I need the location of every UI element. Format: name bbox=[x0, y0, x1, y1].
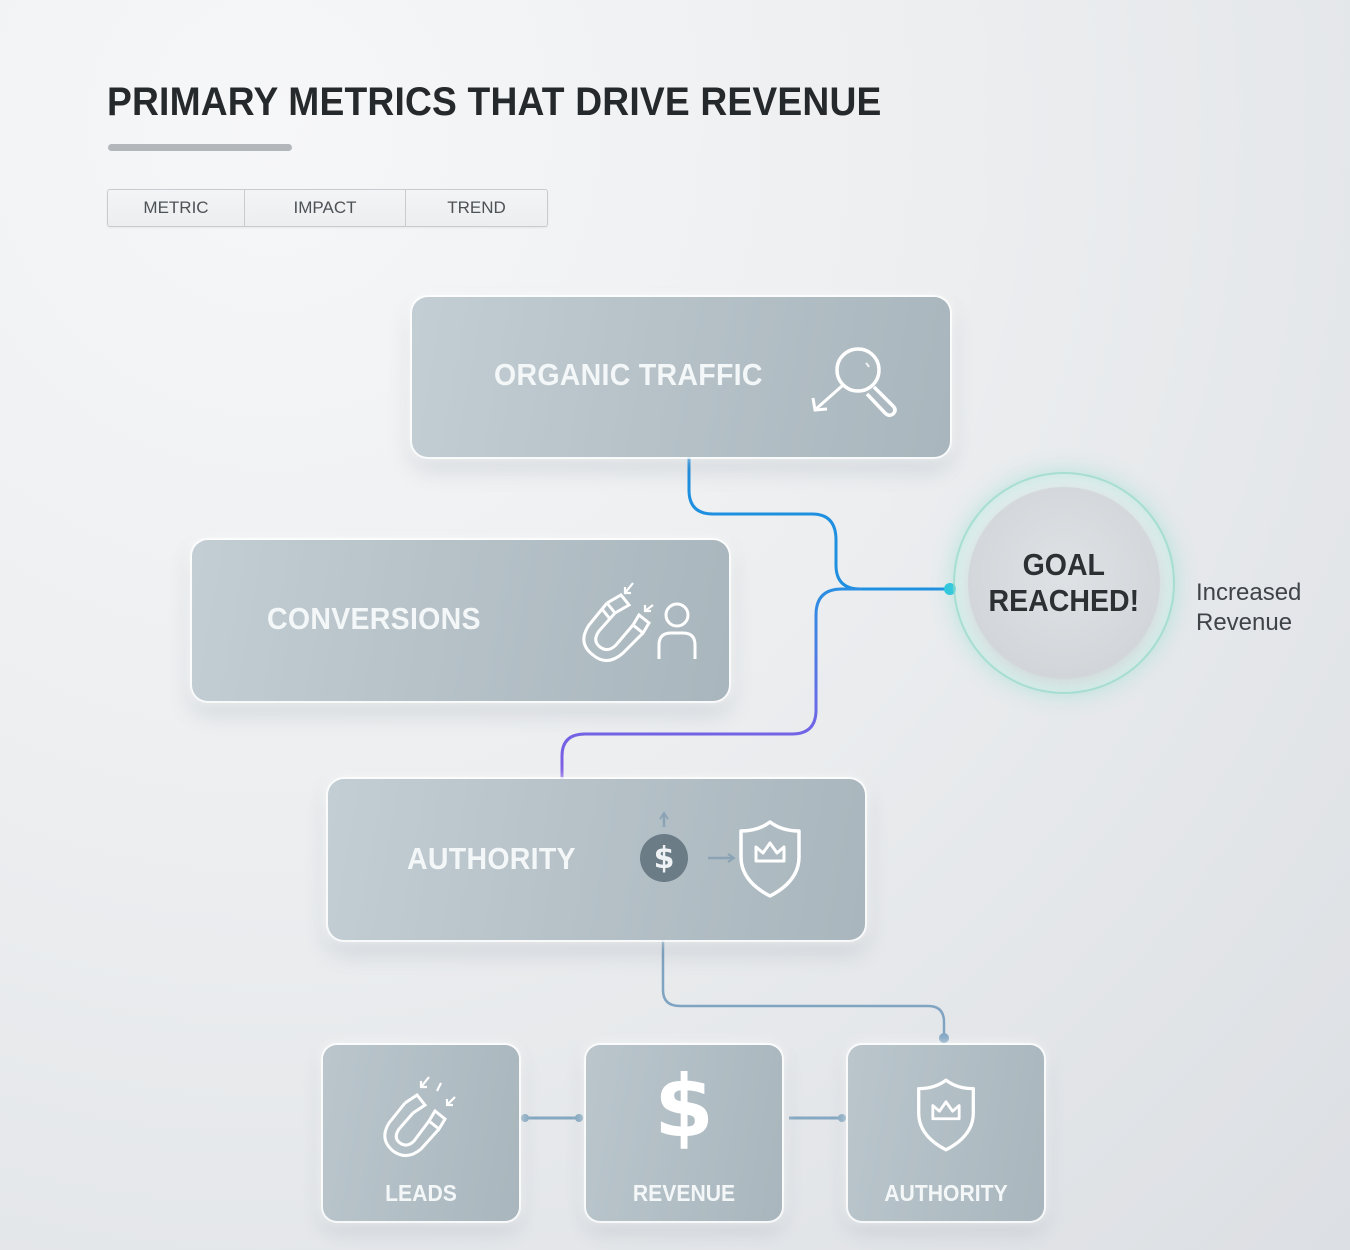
tab-bar: METRIC IMPACT TREND bbox=[107, 189, 548, 227]
shield-crown-icon bbox=[739, 820, 801, 898]
goal-line-1: GOAL bbox=[1022, 547, 1106, 582]
card-label: AUTHORITY bbox=[407, 841, 576, 876]
card-label: CONVERSIONS bbox=[267, 601, 481, 636]
card-label: ORGANIC TRAFFIC bbox=[494, 357, 763, 392]
goal-reached-badge: GOAL REACHED! bbox=[968, 487, 1160, 679]
card-label: REVENUE bbox=[632, 1180, 736, 1206]
tab-impact[interactable]: IMPACT bbox=[245, 190, 406, 226]
card-authority-bottom[interactable]: AUTHORITY bbox=[848, 1045, 1044, 1221]
goal-caption-line-2: Revenue bbox=[1196, 609, 1293, 636]
page-title: PRIMARY METRICS THAT DRIVE REVENUE bbox=[107, 80, 882, 124]
search-magnifier-icon bbox=[811, 347, 897, 418]
card-organic-traffic[interactable]: ORGANIC TRAFFIC bbox=[412, 297, 950, 457]
magnet-icon bbox=[383, 1076, 456, 1157]
magnet-user-icon bbox=[582, 582, 697, 662]
shield-crown-icon bbox=[917, 1078, 975, 1152]
card-revenue[interactable]: $ REVENUE bbox=[586, 1045, 782, 1221]
goal-caption: Increased Revenue bbox=[1196, 578, 1301, 638]
card-label: AUTHORITY bbox=[884, 1180, 1008, 1206]
card-leads[interactable]: LEADS bbox=[323, 1045, 519, 1221]
card-authority[interactable]: AUTHORITY $ bbox=[328, 779, 865, 940]
tab-metric[interactable]: METRIC bbox=[108, 190, 245, 226]
goal-caption-line-1: Increased bbox=[1196, 579, 1302, 606]
tab-trend[interactable]: TREND bbox=[447, 198, 506, 217]
goal-line-2: REACHED! bbox=[988, 583, 1140, 618]
title-underline bbox=[108, 144, 292, 151]
card-conversions[interactable]: CONVERSIONS bbox=[192, 540, 729, 701]
dollar-glyph: $ bbox=[653, 840, 675, 876]
card-label: LEADS bbox=[385, 1180, 457, 1206]
dollar-circle-icon: $ bbox=[640, 834, 688, 882]
hub-arrow-icon bbox=[659, 811, 736, 863]
dollar-icon: $ bbox=[654, 1057, 714, 1157]
